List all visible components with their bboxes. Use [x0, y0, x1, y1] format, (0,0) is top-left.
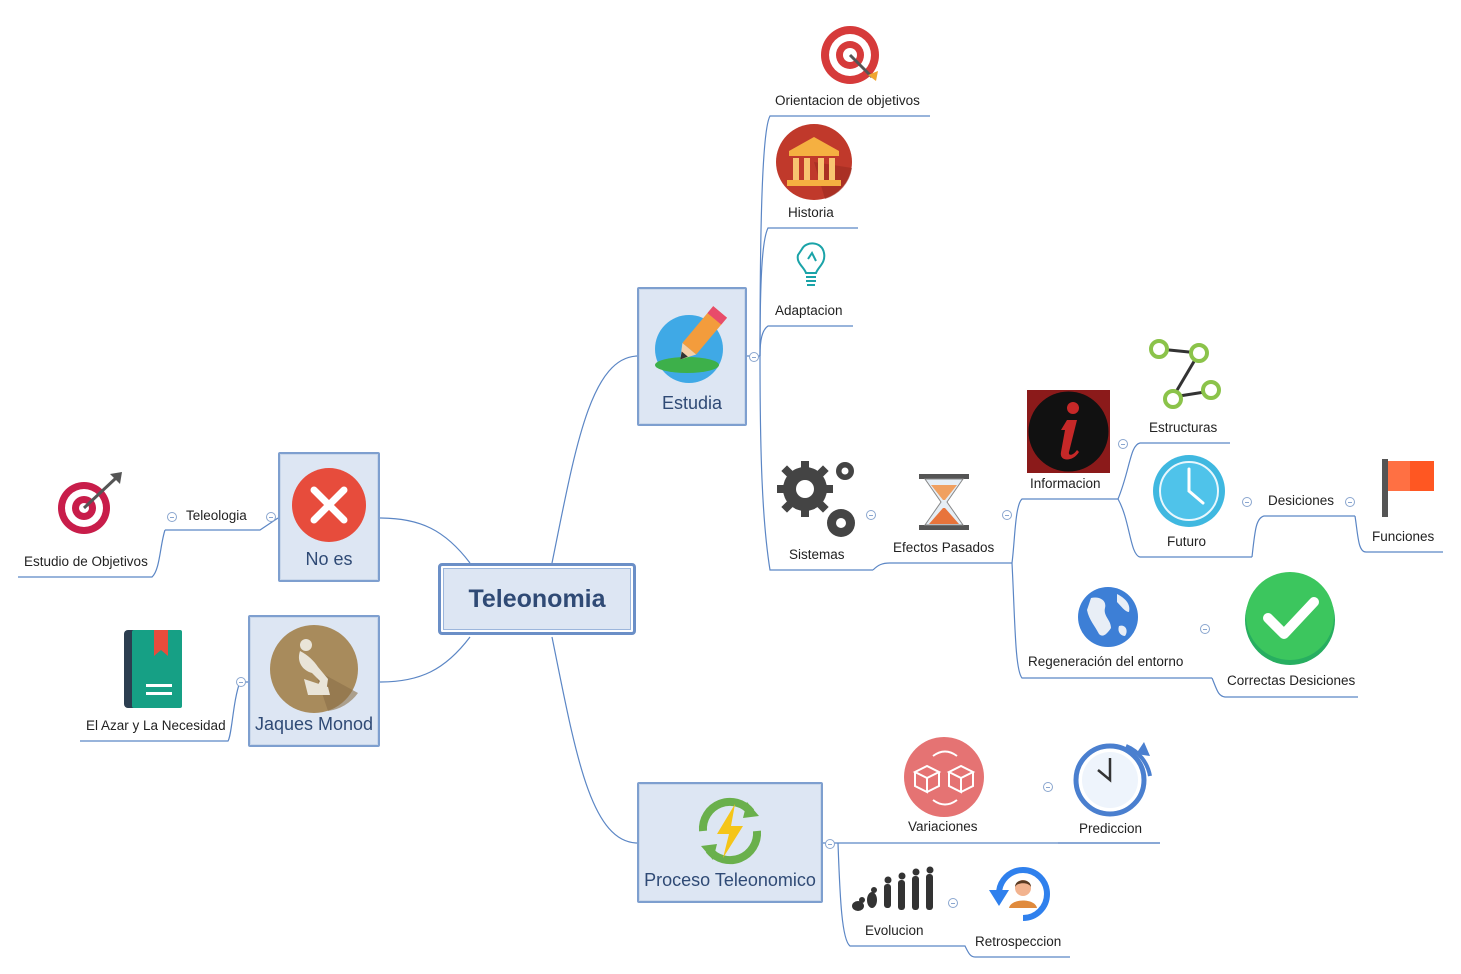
hourglass-icon: [919, 474, 969, 530]
topic-jaques-monod[interactable]: Jaques Monod: [248, 615, 380, 747]
gears-icon: [777, 461, 855, 537]
leaf-orientacion[interactable]: Orientacion de objetivos: [775, 93, 920, 108]
topic-proceso-teleonomico[interactable]: Proceso Teleonomico: [637, 782, 823, 903]
leaf-futuro[interactable]: Futuro: [1167, 534, 1207, 549]
collapse-toggle[interactable]: [167, 512, 177, 522]
leaf-historia[interactable]: Historia: [788, 205, 834, 220]
leaf-regeneracion[interactable]: Regeneración del entorno: [1028, 654, 1184, 669]
leaf-estructuras[interactable]: Estructuras: [1149, 420, 1218, 435]
collapse-toggle[interactable]: [1043, 782, 1053, 792]
topic-estudia[interactable]: Estudia: [637, 287, 747, 426]
collapse-toggle[interactable]: [948, 898, 958, 908]
leaf-evolucion[interactable]: Evolucion: [865, 923, 924, 938]
target-icon: [58, 472, 122, 534]
central-topic[interactable]: Teleonomia: [438, 563, 636, 635]
topic-no-es[interactable]: No es: [278, 452, 380, 582]
leaf-efectos-pasados[interactable]: Efectos Pasados: [893, 540, 995, 555]
thinker-statue-icon: [270, 625, 358, 713]
clock-refresh-icon: [1073, 742, 1152, 817]
topic-no-es-label: No es: [305, 549, 353, 569]
leaf-estudio-objetivos[interactable]: Estudio de Objetivos: [24, 554, 148, 569]
book-icon: [124, 630, 182, 708]
lightbulb-head-icon: [796, 242, 826, 286]
topic-jaques-monod-label: Jaques Monod: [254, 714, 374, 734]
leaf-azar-necesidad[interactable]: El Azar y La Necesidad: [86, 718, 226, 733]
museum-icon: [776, 124, 852, 200]
flag-icon: [1382, 459, 1434, 517]
pencil-edit-icon: [655, 306, 728, 383]
leaf-funciones[interactable]: Funciones: [1372, 529, 1435, 544]
globe-icon: [1078, 587, 1138, 647]
clock-icon: [1153, 455, 1225, 527]
boxes-exchange-icon: [904, 737, 984, 817]
leaf-retrospeccion[interactable]: Retrospeccion: [975, 934, 1062, 949]
collapse-toggle[interactable]: [1242, 497, 1252, 507]
leaf-prediccion[interactable]: Prediccion: [1079, 821, 1143, 836]
collapse-toggle[interactable]: [1118, 439, 1128, 449]
leaf-adaptacion[interactable]: Adaptacion: [775, 303, 843, 318]
collapse-toggle[interactable]: [1200, 624, 1210, 634]
target-icon: [821, 26, 879, 84]
leaf-desiciones[interactable]: Desiciones: [1268, 493, 1335, 508]
collapse-toggle[interactable]: [825, 839, 835, 849]
info-icon: [1027, 390, 1110, 473]
collapse-toggle[interactable]: [1345, 497, 1355, 507]
leaf-variaciones[interactable]: Variaciones: [908, 819, 978, 834]
checkmark-icon: [1245, 572, 1335, 665]
collapse-toggle[interactable]: [236, 677, 246, 687]
energy-cycle-icon: [698, 797, 762, 865]
collapse-toggle[interactable]: [266, 512, 276, 522]
collapse-toggle[interactable]: [1002, 510, 1012, 520]
network-nodes-icon: [1149, 339, 1221, 409]
leaf-correctas-desiciones[interactable]: Correctas Desiciones: [1227, 673, 1356, 688]
topic-estudia-label: Estudia: [661, 393, 723, 413]
leaf-sistemas[interactable]: Sistemas: [789, 547, 845, 562]
leaf-informacion[interactable]: Informacion: [1030, 476, 1101, 491]
collapse-toggle[interactable]: [866, 510, 876, 520]
leaf-teleologia[interactable]: Teleologia: [186, 508, 247, 523]
collapse-toggle[interactable]: [749, 352, 759, 362]
central-topic-label: Teleonomia: [468, 585, 606, 613]
x-circle-icon: [292, 468, 366, 542]
evolution-icon: [852, 866, 934, 911]
user-retrospect-icon: [989, 867, 1050, 921]
topic-proceso-label: Proceso Teleonomico: [644, 870, 816, 890]
